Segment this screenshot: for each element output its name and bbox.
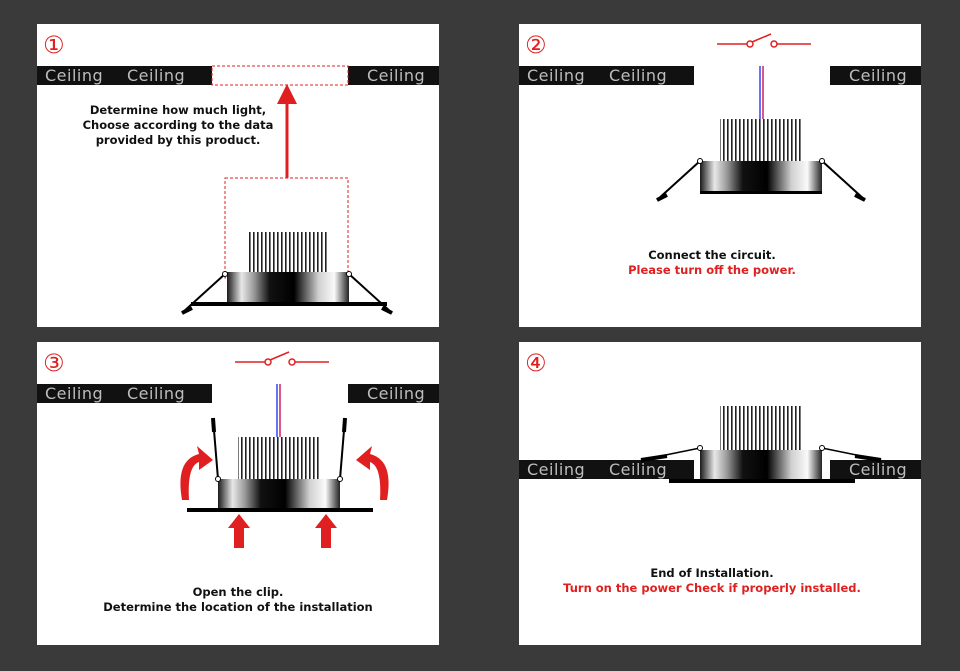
ceiling-left: Ceiling Ceiling xyxy=(37,384,212,403)
ceiling-label: Ceiling xyxy=(127,384,185,403)
ceiling-label: Ceiling xyxy=(45,66,103,85)
ceiling-label: Ceiling xyxy=(367,66,425,85)
caption-line: Connect the circuit. xyxy=(648,248,776,262)
power-switch-icon xyxy=(717,33,811,48)
ceiling-label: Ceiling xyxy=(849,66,907,85)
downlight-fixture xyxy=(640,406,882,483)
downlight-fixture xyxy=(181,232,393,315)
step-1-caption: Determine how much light, Choose accordi… xyxy=(37,103,379,148)
ceiling-label: Ceiling xyxy=(609,66,667,85)
caption-warning: Please turn off the power. xyxy=(628,263,796,277)
ceiling-label: Ceiling xyxy=(849,460,907,479)
ceiling-right: Ceiling xyxy=(830,460,921,479)
caption-line: Determine the location of the installati… xyxy=(103,600,373,614)
ceiling-right: Ceiling xyxy=(830,66,921,85)
up-arrow-icon xyxy=(228,514,250,548)
step-2-number: ② xyxy=(525,31,547,59)
caption-line: Open the clip. xyxy=(192,585,284,599)
ceiling-left: Ceiling Ceiling xyxy=(519,66,694,85)
ceiling-left: Ceiling Ceiling xyxy=(37,66,212,85)
step-4-panel: ④ Ceiling Ceiling Ceiling End of Install… xyxy=(519,342,921,645)
step-4-diagram: ④ Ceiling Ceiling Ceiling xyxy=(519,349,921,483)
curved-arrow-left-icon xyxy=(180,446,213,500)
step-3-number: ③ xyxy=(43,349,65,377)
step-3-diagram: ③ Ceiling Ceiling Ceiling xyxy=(37,349,439,548)
step-2-diagram: ② Ceiling Ceiling Ceiling xyxy=(519,31,921,202)
ceiling-label: Ceiling xyxy=(527,66,585,85)
step-3-panel: ③ Ceiling Ceiling Ceiling xyxy=(37,342,439,645)
wires xyxy=(276,384,281,438)
caption-line: Choose according to the data xyxy=(82,118,274,132)
caption-line: provided by this product. xyxy=(95,133,261,147)
wires xyxy=(759,66,764,120)
step-3-caption: Open the clip. Determine the location of… xyxy=(37,585,439,615)
downlight-fixture xyxy=(187,417,373,512)
ceiling-label: Ceiling xyxy=(527,460,585,479)
caption-line: Determine how much light, xyxy=(89,103,267,117)
step-1-diagram: ① Ceiling Ceiling Ceiling xyxy=(37,31,439,315)
ceiling-label: Ceiling xyxy=(367,384,425,403)
step-2-panel: ② Ceiling Ceiling Ceiling xyxy=(519,24,921,327)
power-switch-icon xyxy=(235,351,329,366)
step-1-number: ① xyxy=(43,31,65,59)
ceiling-label: Ceiling xyxy=(127,66,185,85)
step-4-caption: End of Installation. Turn on the power C… xyxy=(519,566,913,596)
curved-arrow-right-icon xyxy=(356,446,389,500)
step-2-caption: Connect the circuit. Please turn off the… xyxy=(519,248,913,278)
ceiling-label: Ceiling xyxy=(45,384,103,403)
caption-line: End of Installation. xyxy=(650,566,774,580)
up-arrow-icon xyxy=(315,514,337,548)
ceiling-right: Ceiling xyxy=(348,384,439,403)
ceiling-hole-outline xyxy=(211,65,349,86)
ceiling-label: Ceiling xyxy=(609,460,667,479)
caption-warning: Turn on the power Check if properly inst… xyxy=(563,581,861,595)
up-arrow-icon xyxy=(277,84,297,104)
ceiling-right: Ceiling xyxy=(348,66,439,85)
ceiling-left: Ceiling Ceiling xyxy=(519,460,694,479)
step-4-number: ④ xyxy=(525,349,547,377)
step-1-panel: ① Ceiling Ceiling Ceiling Determine how … xyxy=(37,24,439,327)
downlight-fixture xyxy=(656,119,866,202)
